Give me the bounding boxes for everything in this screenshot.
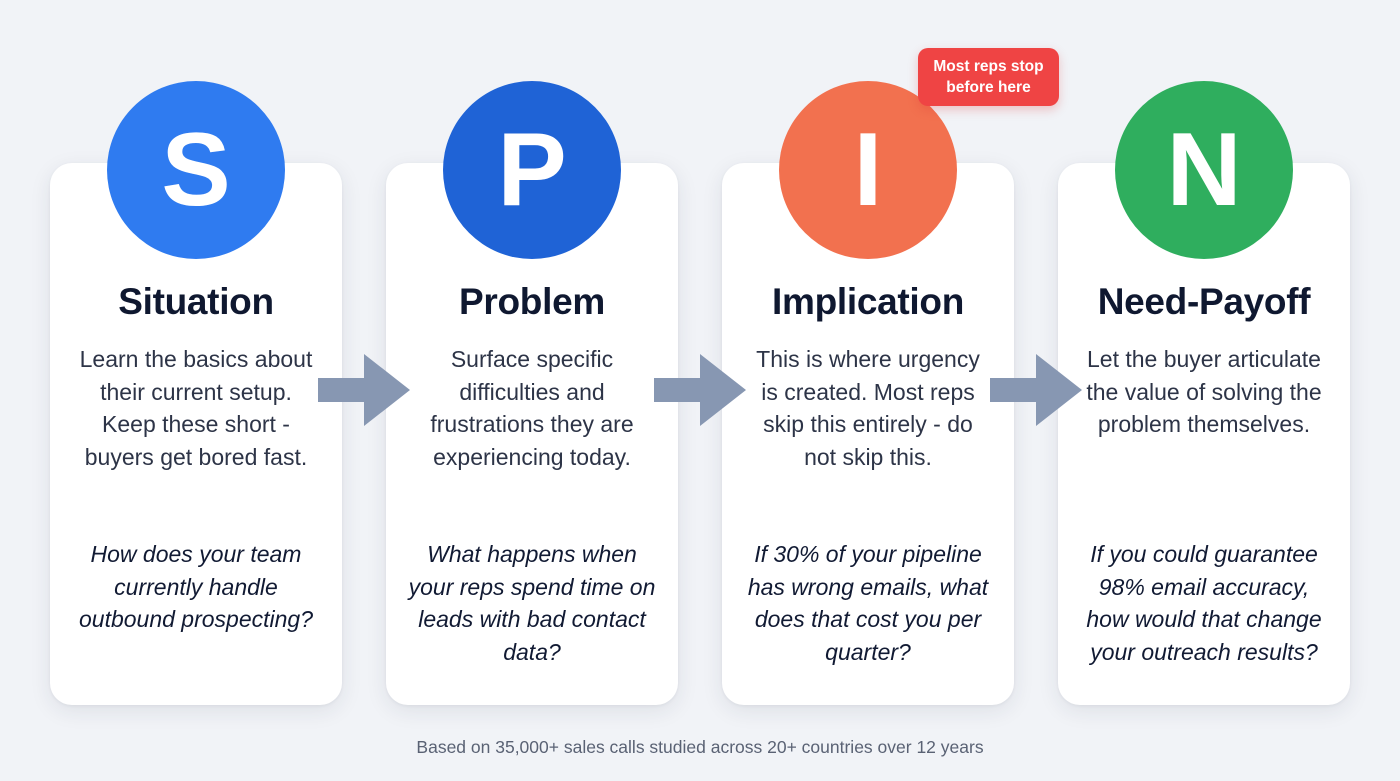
callout-badge: Most reps stop before here: [918, 48, 1059, 106]
step-letter: P: [497, 112, 567, 228]
step-example-question: How does your team currently handle outb…: [78, 541, 314, 633]
step-letter-circle-i: I: [779, 81, 957, 259]
step-title: Problem: [459, 281, 605, 322]
step-letter-circle-p: P: [443, 81, 621, 259]
step-example-question: If you could guarantee 98% email accurac…: [1086, 541, 1322, 665]
step-description: Surface specific difficulties and frustr…: [430, 346, 634, 470]
arrow-right-icon: [990, 354, 1082, 426]
arrow-right-icon: [654, 354, 746, 426]
arrow-right-icon: [318, 354, 410, 426]
step-letter-circle-n: N: [1115, 81, 1293, 259]
footer-note: Based on 35,000+ sales calls studied acr…: [416, 737, 984, 757]
step-description: Let the buyer articulate the value of so…: [1086, 346, 1322, 438]
step-title: Situation: [118, 281, 274, 322]
step-letter-circle-s: S: [107, 81, 285, 259]
step-example-question: If 30% of your pipeline has wrong emails…: [747, 541, 989, 665]
step-letter: I: [853, 112, 883, 228]
step-title: Need-Payoff: [1097, 281, 1311, 322]
step-title: Implication: [772, 281, 964, 322]
step-letter: S: [161, 112, 231, 228]
step-letter: N: [1166, 112, 1242, 228]
step-description: Learn the basics about their current set…: [79, 346, 313, 470]
step-description: This is where urgency is created. Most r…: [756, 346, 980, 470]
step-example-question: What happens when your reps spend time o…: [408, 541, 656, 665]
callout-text: Most reps stop before here: [933, 58, 1044, 96]
